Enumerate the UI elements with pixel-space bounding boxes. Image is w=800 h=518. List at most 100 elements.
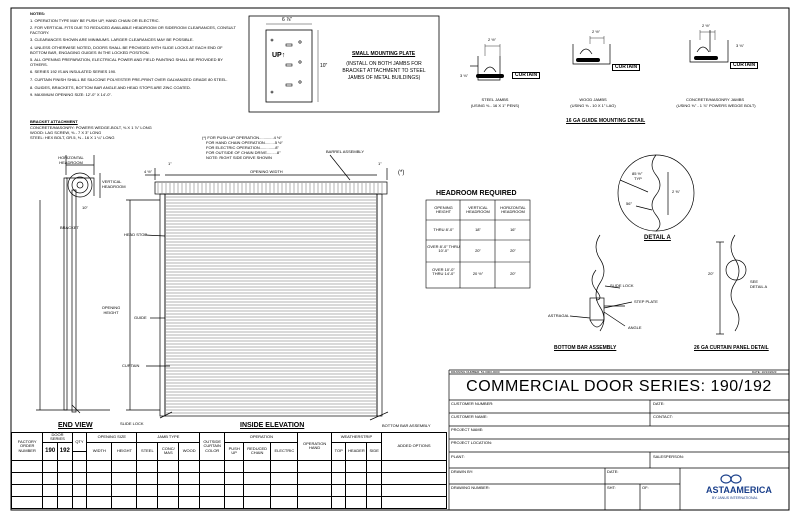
date-label: DATE: bbox=[607, 469, 619, 474]
headroom-title: HEADROOM REQUIRED bbox=[436, 190, 517, 197]
bracket-line: WOOD: LAG SCREW, ⅜ - 7 X 3" LONG bbox=[30, 130, 102, 135]
note-item: 9. MAXIMUM OPENING SIZE: 12'-0" X 14'-0"… bbox=[30, 92, 112, 98]
detail-a-dim: 2 ⅝" bbox=[672, 189, 681, 194]
headroom-header: VERTICAL HEADROOM bbox=[466, 205, 490, 215]
bracket-attachment-title: BRACKET ATTACHMENT bbox=[30, 119, 78, 124]
opening-height-label: OPENING bbox=[101, 305, 121, 310]
weatherstrip-header: WEATHERSTRIP bbox=[330, 432, 383, 443]
operation-header: OPERATION bbox=[224, 432, 299, 443]
guide-label: GUIDE bbox=[134, 315, 147, 320]
note-item: 6. SERIES 192 IS AN INSULATED SERIES 190… bbox=[30, 69, 117, 75]
drawing-title: COMMERCIAL DOOR SERIES: 190/192 bbox=[466, 378, 772, 395]
date-label: DATE: bbox=[653, 401, 665, 406]
plate-height-dim: 10" bbox=[320, 63, 328, 69]
slide-lock-label: SLIDE LOCK bbox=[610, 283, 634, 288]
bracket-label: BRACKET bbox=[60, 225, 79, 230]
project-name-label: PROJECT NAME: bbox=[451, 427, 484, 432]
inside-elevation-lines bbox=[126, 154, 389, 421]
vertical-headroom-label: HEADROOM bbox=[102, 184, 126, 189]
plate-desc: (INSTALL ON BOTH JAMBS FOR bbox=[346, 61, 422, 67]
headroom-header: OPENING HEIGHT bbox=[434, 205, 453, 215]
wood-jambs-sub: (USING ⅜ - 10 X 1" LAG) bbox=[570, 103, 616, 108]
curtain-panel-title: 26 GA CURTAIN PANEL DETAIL bbox=[694, 345, 769, 351]
curtain-label: CURTAIN bbox=[122, 363, 140, 368]
qty-header: QTY bbox=[71, 432, 88, 452]
asta-america-logo: ASTAAMERICA bbox=[706, 485, 772, 495]
note-item: 3. CLEARANCES SHOWN ARE MINIMUMS. LARGER… bbox=[30, 37, 194, 43]
header-header: HEADER bbox=[345, 441, 368, 461]
of-label: OF: bbox=[642, 485, 649, 490]
operation-note: FOR HAND CHAIN OPERATION.........5 ½" bbox=[206, 140, 283, 145]
headroom-cell: 20 ½" bbox=[472, 271, 484, 276]
horizontal-headroom-label: HORIZONTAL bbox=[58, 155, 84, 160]
conc-jambs-label: CONCRETE/MASONRY JAMBS bbox=[685, 97, 745, 102]
headroom-cell: OVER 10'-0" THRU 14'-0" bbox=[432, 267, 455, 277]
top-header: TOP bbox=[330, 441, 347, 461]
operation-note: (*) FOR PUSH-UP OPERATION.............4 … bbox=[202, 135, 282, 140]
operation-note: FOR OUTSIDE OF CHAIN DRIVE.........8" bbox=[206, 150, 281, 155]
opening-size-header: OPENING SIZE bbox=[86, 432, 138, 443]
bracket-line: STEEL: HEX BOLT, GR.5, ⅜ - 16 X 1 ¼" LON… bbox=[30, 135, 115, 140]
note-item: 5. ALL OPENING PREPARATION, ELECTRICAL P… bbox=[30, 57, 223, 67]
steel-jambs-label: STEEL JAMBS bbox=[481, 97, 509, 102]
note-item: 4. UNLESS OTHERWISE NOTED, DOORS SHALL B… bbox=[30, 44, 223, 55]
detail-a-typ: TYP bbox=[634, 176, 642, 181]
project-location-label: PROJECT LOCATION: bbox=[451, 440, 492, 445]
headroom-cell: 18" bbox=[475, 227, 481, 232]
guide-detail-lines bbox=[470, 30, 729, 81]
qty-cell bbox=[71, 450, 88, 461]
detail-a-angle: 56° bbox=[626, 201, 633, 206]
headroom-table-lines bbox=[425, 199, 531, 289]
salesperson-label: SALESPERSON: bbox=[653, 454, 684, 459]
plant-label: PLANT: bbox=[451, 454, 465, 459]
horizontal-headroom-label: HEADROOM bbox=[59, 160, 83, 165]
curtain-panel-dim: 20" bbox=[708, 271, 714, 276]
mounting-plate bbox=[265, 29, 313, 103]
curtain-slats bbox=[166, 196, 376, 414]
steel-header: STEEL bbox=[136, 441, 159, 461]
wood-header: WOOD bbox=[178, 441, 201, 461]
asterisk-dim: (*) bbox=[398, 170, 405, 176]
bottom-bar-assembly-label: BOTTOM BAR ASSEMBLY bbox=[382, 423, 431, 428]
plate-desc: JAMBS OF METAL BUILDINGS) bbox=[347, 75, 421, 81]
steel-jambs-sub: (USING ⅜ - 16 X 1" PENS) bbox=[470, 103, 520, 108]
wood-jambs-label: WOOD JAMBS bbox=[579, 97, 607, 102]
jamb-type-header: JAMB TYPE bbox=[136, 432, 201, 443]
bottom-bar-lines bbox=[569, 269, 633, 328]
steel-jamb-dim: 2 ½" bbox=[488, 37, 497, 42]
customer-name-label: CUSTOMER NAME: bbox=[451, 414, 488, 419]
detail-a-lines bbox=[595, 154, 747, 335]
contact-label: CONTACT: bbox=[653, 414, 673, 419]
end-view-title: END VIEW bbox=[58, 422, 93, 429]
guide-dim: 1" bbox=[378, 161, 382, 166]
operation-note: NOTE: RIGHT SIDE DRIVE SHOWN bbox=[206, 155, 272, 160]
bottom-bar-title: BOTTOM BAR ASSEMBLY bbox=[554, 345, 617, 351]
steel-jamb-side-dim: 3 ⅛" bbox=[460, 73, 469, 78]
sheet-border bbox=[10, 7, 790, 511]
notes-block: NOTES: 1. OPERATION TYPE MAY BE PUSH UP,… bbox=[30, 11, 240, 101]
opening-height-label: HEIGHT bbox=[103, 310, 119, 315]
note-item: 2. FOR VERTICAL FITS DUE TO REDUCED AVAI… bbox=[30, 25, 236, 35]
wood-jamb-curtain: CURTAIN bbox=[612, 64, 641, 72]
end-view-dim: 10" bbox=[82, 205, 88, 210]
side-header: SIDE bbox=[366, 441, 383, 461]
wood-jamb-dim: 2 ½" bbox=[592, 29, 601, 34]
steel-jamb-curtain: CURTAIN bbox=[512, 72, 541, 80]
date-top: DATE: 10/13/2023 bbox=[752, 370, 777, 374]
mounting-plate-title: SMALL MOUNTING PLATE bbox=[352, 51, 416, 57]
headroom-header: HORIZONTAL HEADROOM bbox=[500, 205, 526, 215]
barrel-assembly-label: BARREL ASSEMBLY bbox=[326, 149, 365, 154]
headroom-cell: 20" bbox=[510, 248, 516, 253]
series-192: 192 bbox=[56, 441, 73, 461]
conc-mas-header: CONC/MAS bbox=[157, 441, 180, 461]
detail-a-angle: 85 ½° bbox=[632, 171, 643, 176]
see-detail-label: DETAIL A bbox=[750, 284, 768, 289]
height-header: HEIGHT bbox=[111, 441, 138, 461]
headroom-cell: THRU 8'-0" bbox=[433, 227, 454, 232]
angle-label: ANGLE bbox=[628, 325, 642, 330]
